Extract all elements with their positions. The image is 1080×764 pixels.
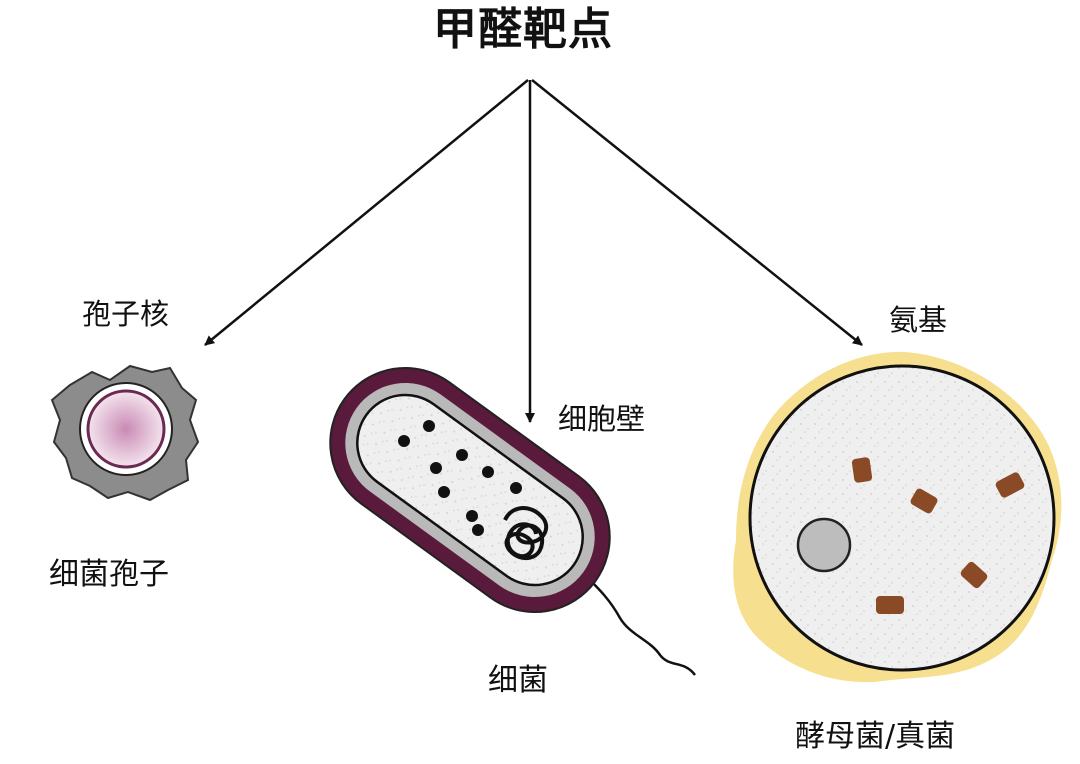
flagellum	[584, 574, 697, 676]
diagram-title: 甲醛靶点	[433, 4, 613, 55]
yeast-granule	[851, 457, 873, 483]
ribosomes	[398, 420, 522, 536]
organism-label-yeast-fungi: 酵母菌/真菌	[795, 719, 956, 754]
ribosome	[456, 449, 468, 461]
ribosome	[466, 510, 478, 522]
arrows	[204, 79, 863, 423]
organism-label-bacteria: 细菌	[488, 663, 548, 698]
nucleoid	[503, 506, 549, 560]
ribosome	[430, 462, 442, 474]
ribosome	[423, 420, 435, 432]
yeast-granules	[851, 457, 1025, 614]
ribosome	[472, 524, 484, 536]
yeast-illustration	[733, 351, 1062, 683]
yeast-nucleus	[796, 517, 852, 573]
bacterial-spore-illustration	[50, 364, 200, 502]
arrow-to-spore-core	[204, 79, 529, 346]
ribosome	[510, 482, 522, 494]
ribosome	[438, 486, 450, 498]
spore-core	[86, 389, 166, 469]
yeast-granule	[995, 472, 1025, 498]
yeast-granule	[876, 596, 904, 614]
target-label-cell-wall: 细胞壁	[558, 402, 646, 436]
arrow-to-amino-group	[531, 79, 863, 346]
yeast-granule	[910, 488, 938, 514]
ribosome	[398, 435, 410, 447]
ribosome	[482, 466, 494, 478]
organism-label-bacterial-spore: 细菌孢子	[49, 557, 169, 592]
bacterium-illustration	[329, 366, 697, 676]
target-label-spore-core: 孢子核	[82, 297, 170, 331]
yeast-granule	[960, 561, 988, 589]
target-label-amino-group: 氨基	[889, 303, 948, 337]
yeast-cell	[748, 364, 1056, 672]
